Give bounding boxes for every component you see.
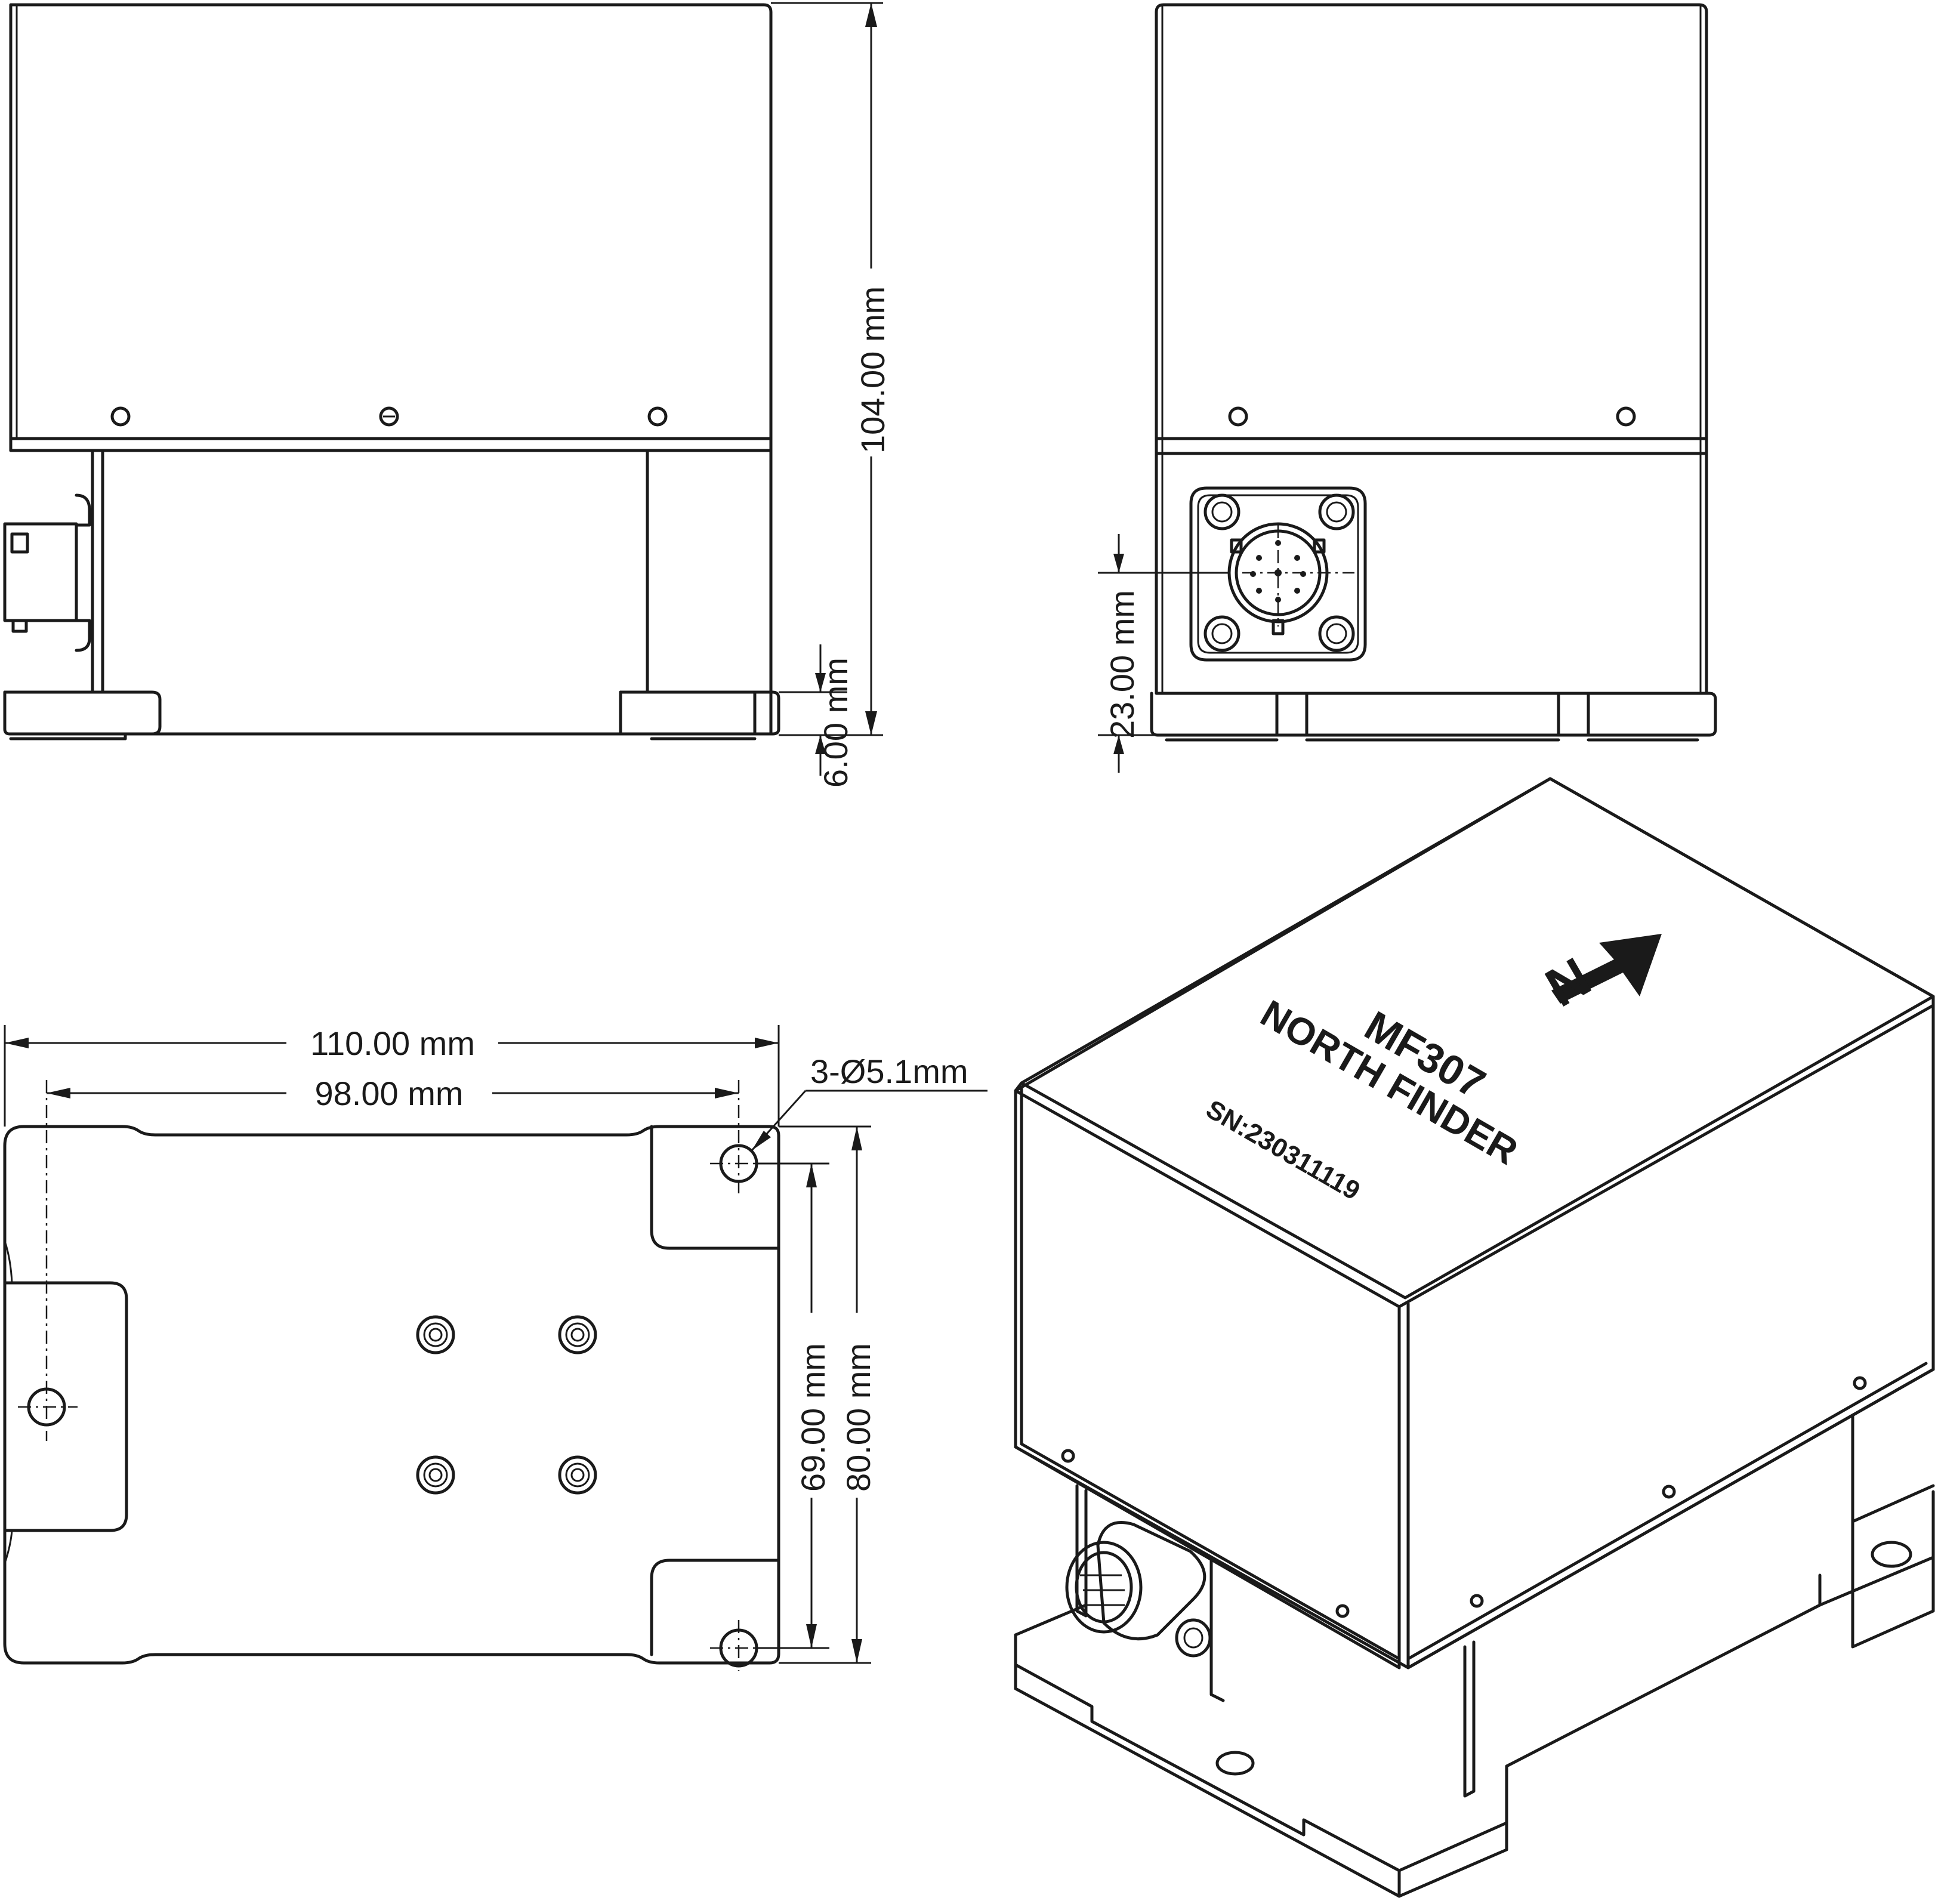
screw-icon — [1335, 1604, 1350, 1618]
screw-icon — [416, 1315, 455, 1354]
front-view — [3, 3, 780, 740]
mounting-hole-icon — [1215, 1751, 1255, 1776]
screw-icon — [1662, 1485, 1676, 1499]
screw-icon — [558, 1455, 597, 1495]
connector-icon — [1065, 1521, 1212, 1658]
screw-icon — [1470, 1594, 1484, 1608]
dim-hole-pitch-x: 98.00 mm — [315, 1075, 464, 1112]
bottom-view — [3, 1080, 780, 1671]
screw-icon — [1616, 406, 1636, 427]
screw-icon — [379, 406, 399, 427]
screw-icon — [558, 1315, 597, 1354]
screw-icon — [1853, 1376, 1867, 1390]
side-view-dimensions: 23.00 mm — [1098, 534, 1229, 773]
dim-base-thickness: 6.00 mm — [817, 658, 854, 788]
front-view-dimensions: 104.00 mm 6.00 mm — [771, 2, 891, 788]
dim-connector-height: 23.00 mm — [1103, 590, 1141, 739]
screw-icon — [1061, 1449, 1075, 1463]
dim-height-total: 104.00 mm — [854, 286, 891, 453]
screw-icon — [416, 1455, 455, 1495]
screw-icon — [647, 406, 668, 427]
dim-width-outer: 110.00 mm — [310, 1024, 475, 1062]
isometric-view: N MF307 NORTH FINDER SN:230311119 — [1014, 777, 1935, 1898]
dim-hole-pitch-y: 69.00 mm — [794, 1343, 832, 1492]
screw-icon — [1228, 406, 1248, 427]
bottom-view-dimensions: 110.00 mm 98.00 mm 3-Ø5.1mm 69.00 mm 80.… — [4, 1024, 987, 1664]
side-view — [1150, 3, 1717, 742]
mounting-hole-icon — [1871, 1541, 1912, 1568]
screw-icon — [110, 406, 131, 427]
connector-icon — [1189, 486, 1367, 662]
dim-hole-spec: 3-Ø5.1mm — [810, 1053, 968, 1090]
dim-depth-outer: 80.00 mm — [840, 1343, 877, 1492]
